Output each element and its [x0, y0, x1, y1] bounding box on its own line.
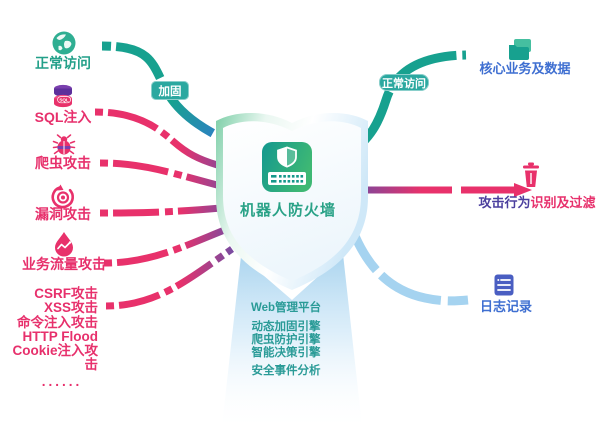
left-item-label-vulnerability-attack: 漏洞攻击: [35, 206, 91, 222]
log-icon: [493, 273, 515, 297]
flow-line-other-attacks: [105, 246, 234, 310]
engine-label-crawler-protect: 爬虫防护引擎: [251, 334, 321, 346]
arrowhead-icon: [514, 183, 532, 197]
platform-label: Web管理平台: [250, 302, 322, 314]
target-icon: [50, 184, 76, 210]
left-item-label-crawler-attack: 爬虫攻击: [35, 155, 91, 171]
left-item-label-normal-access: 正常访问: [35, 55, 91, 71]
flow-line-log-out: [341, 210, 469, 306]
attack-filter-label-part2: 识别及过滤: [530, 195, 596, 210]
attack-item-command-injection: 命令注入攻击: [17, 314, 98, 330]
flow-line-sql-injection: [94, 108, 233, 173]
engine-label-smart-decision: 智能决策引擎: [251, 347, 321, 359]
shield-inner: [223, 121, 361, 281]
globe-icon: [50, 29, 78, 57]
flow-line-vulnerability-attack: [99, 203, 233, 217]
sql-badge-text: SQL: [59, 97, 69, 102]
database-icon: SQL: [49, 83, 77, 111]
security-analysis-label: 安全事件分析: [251, 365, 321, 377]
attack-type-list: CSRF攻击 XSS攻击 命令注入攻击 HTTP Flood Cookie注入攻…: [0, 286, 99, 389]
attack-item-xss: XSS攻击: [43, 300, 98, 316]
attack-item-csrf: CSRF攻击: [34, 286, 98, 301]
right-item-label-attack-filter: 攻击行为识别及过滤: [462, 195, 600, 211]
normal-access-flow-label: 正常访问: [379, 74, 429, 91]
attack-item-cookie-injection: Cookie注入攻击: [12, 343, 98, 373]
firewall-title: 机器人防火墙: [239, 202, 336, 219]
attack-item-more: ......: [41, 373, 83, 389]
flow-line-traffic-attack: [103, 223, 234, 267]
right-item-label-log-record: 日志记录: [479, 299, 532, 314]
engine-label-dynamic-harden: 动态加固引擎: [251, 321, 321, 333]
flow-line-crawler-attack: [99, 159, 233, 193]
left-item-label-sql-injection: SQL注入: [34, 109, 92, 125]
bug-icon: [51, 134, 77, 156]
firewall-appliance-icon: [261, 141, 313, 193]
left-item-label-traffic-attack: 业务流量攻击: [22, 256, 106, 272]
attack-filter-label-part1: 攻击行为: [478, 195, 531, 210]
traffic-drop-icon: [52, 231, 76, 257]
harden-flow-label: 加固: [151, 81, 189, 100]
attack-item-http-flood: HTTP Flood: [22, 328, 99, 344]
right-item-label-core-business: 核心业务及数据: [479, 61, 571, 76]
trash-icon: [521, 161, 541, 189]
folder-icon: [506, 37, 534, 62]
light-beam: [222, 254, 362, 426]
